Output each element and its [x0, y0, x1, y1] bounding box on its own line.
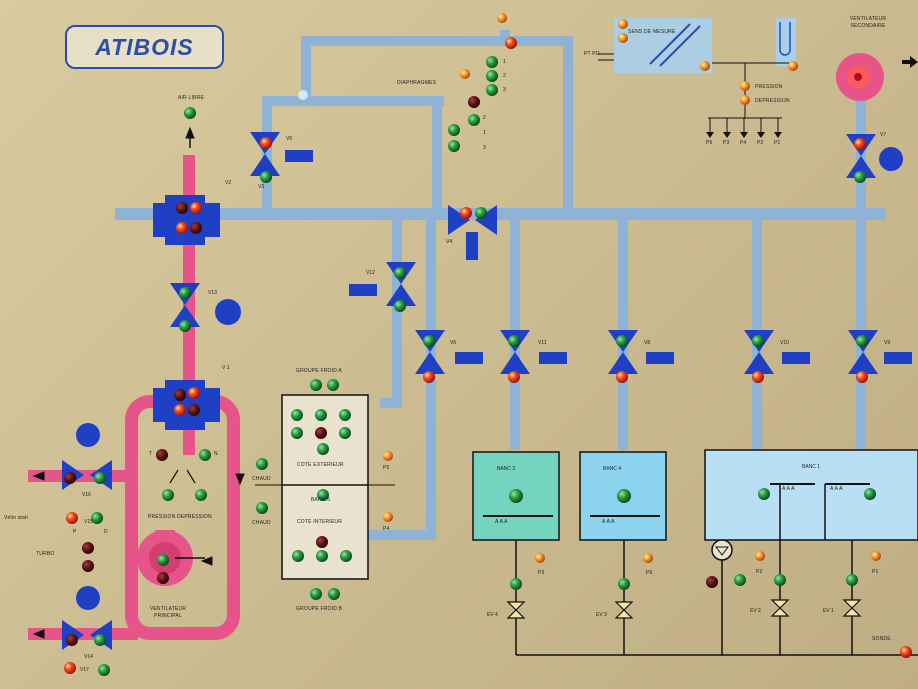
valve-label-v16: V16: [82, 492, 91, 498]
banc-4-ports: A A A: [602, 519, 615, 525]
valve-label-v6: V6: [450, 340, 456, 346]
label-depression: DEPRESSION: [755, 98, 790, 104]
valve-label-v8: V8: [644, 340, 650, 346]
label-diaphragmes: DIAPHRAGMES: [397, 80, 436, 86]
label-pt-pd: PT PD: [584, 51, 600, 57]
ev-label-3: EV 3: [596, 612, 607, 618]
pressure-output-arrows: [706, 132, 782, 138]
label-turbo: TURBO: [36, 551, 55, 557]
label-velin: Vélin stati: [4, 515, 28, 521]
valve-label-v9: V9: [884, 340, 890, 346]
label-chaud-1: CHAUD: [252, 476, 271, 482]
valve-label-v3: V3: [258, 184, 264, 190]
pressure-output-p2: P2: [757, 140, 764, 146]
banc-1-ports-a: A A A: [782, 486, 795, 492]
banc-1-ports-b: A A A: [830, 486, 843, 492]
label-p: P: [73, 529, 77, 535]
label-banc-4: BANC 4: [603, 466, 621, 472]
label-p6: P6: [646, 570, 653, 576]
sens-de-mesure-panel: [598, 18, 796, 132]
diaphragm-b-2: 2: [483, 115, 486, 121]
valve-label-v10: V10: [780, 340, 789, 346]
atibois-logo: ATIBOIS: [65, 25, 224, 69]
pressure-output-p5: P5: [706, 140, 713, 146]
diaphragm-a-3: 3: [503, 87, 506, 93]
label-pression-depression: PRESSION DEPRESSION: [148, 514, 212, 520]
pressure-output-p4: P4: [740, 140, 747, 146]
diaphragm-b-3: 3: [483, 145, 486, 151]
label-air-libre: AIR LIBRE: [178, 95, 204, 101]
label-t: T: [149, 451, 152, 457]
valve-label-v7: V7: [880, 132, 886, 138]
valve-label-v15: V15: [84, 519, 93, 525]
valve-label-v13: V13: [208, 290, 217, 296]
label-banc-1: BANC 1: [802, 464, 820, 470]
label-p4: P4: [383, 526, 390, 532]
ev-label-4: EV 4: [487, 612, 498, 618]
valve-label-v14: V14: [84, 654, 93, 660]
label-cote-interieur: COTE INTERIEUR: [297, 519, 342, 525]
label-cote-exterieur: COTE EXTERIEUR: [297, 462, 344, 468]
valve-label-v5: V5: [286, 136, 292, 142]
label-sonde: SONDE: [872, 636, 891, 642]
label-ventilateur-secondaire: VENTILATEUR SECONDAIRE: [838, 16, 898, 30]
brand-text: ATIBOIS: [95, 34, 194, 61]
pressure-output-p1: P1: [774, 140, 781, 146]
label-d: D: [104, 529, 108, 535]
diaphragm-a-1: 1: [503, 59, 506, 65]
valve-label-v12: V12: [366, 270, 375, 276]
label-n: N: [214, 451, 218, 457]
valve-label-v4: V4: [446, 239, 452, 245]
diaphragm-a-2: 2: [503, 73, 506, 79]
ev-label-1: EV 1: [823, 608, 834, 614]
label-groupe-froid-a: GROUPE FROID A: [296, 368, 342, 374]
valve-label-v2: V2: [225, 180, 231, 186]
label-p2: P2: [756, 569, 763, 575]
banc-3-ports: A A A: [495, 519, 508, 525]
label-p3: P3: [538, 570, 545, 576]
label-chaud-2: CHAUD: [252, 520, 271, 526]
label-pression: PRESSION: [755, 84, 782, 90]
diaphragm-b-1: 1: [483, 130, 486, 136]
label-banc-3: BANC 3: [497, 466, 515, 472]
label-banc-5: BANC 5: [311, 497, 330, 503]
label-p5: P5: [383, 465, 390, 471]
label-p1: P1: [872, 569, 879, 575]
valve-label-v11: V11: [538, 340, 547, 346]
pressure-output-p3: P3: [723, 140, 730, 146]
ev-valves: [508, 600, 860, 618]
label-sens-mesure: SENS DE MESURE: [628, 29, 676, 35]
valve-label-v1: V 1: [222, 365, 230, 371]
label-ventilateur-principal: VENTILATEUR PRINCIPAL: [140, 606, 196, 620]
ev-label-2: EV 2: [750, 608, 761, 614]
label-groupe-froid-b: GROUPE FROID B: [296, 606, 342, 612]
valve-label-v17: V17: [80, 667, 89, 673]
